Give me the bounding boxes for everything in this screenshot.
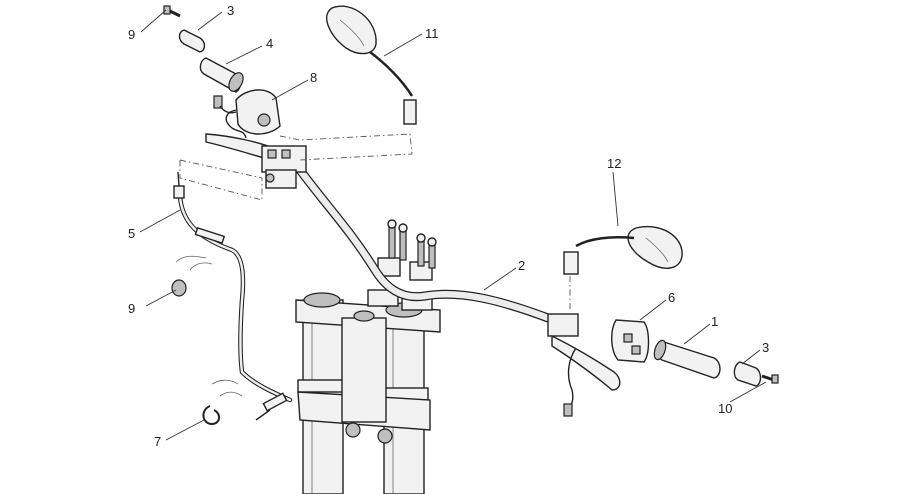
handlebar-clamps: [367, 219, 437, 311]
callout-8: 8: [310, 70, 317, 85]
callout-5: 5: [128, 226, 135, 241]
right-bar-end-weight: [733, 361, 762, 387]
steering-stem: [341, 317, 387, 423]
left-mirror: [326, 5, 417, 125]
front-fork: [295, 292, 441, 494]
callout-11: 11: [425, 26, 439, 41]
callout-4: 4: [266, 36, 273, 51]
left-brake-assembly: [205, 133, 307, 189]
right-brake-assembly: [547, 313, 621, 417]
right-master-cylinder: [547, 313, 579, 337]
callout-labels: 9 3 4 8 11 12 2 6 1 3 10 5 9 7: [128, 3, 769, 449]
nut: [171, 279, 187, 297]
callout-10: 9: [128, 301, 135, 316]
right-bar-end-screw: [761, 374, 779, 384]
callout-6: 6: [668, 290, 675, 305]
left-bar-end-screw: [163, 5, 181, 18]
assembly-lines: [179, 133, 571, 312]
left-bar-end-weight: [178, 29, 206, 53]
right-switch-housing: [611, 319, 650, 363]
callout-3-right: 3: [762, 340, 769, 355]
right-mirror: [563, 226, 683, 275]
callout-2: 2: [518, 258, 525, 273]
left-grip: [199, 57, 244, 93]
right-mirror-base: [563, 251, 579, 275]
right-grip: [653, 339, 721, 379]
callout-1: 1: [711, 314, 718, 329]
right-brake-lever: [551, 334, 621, 391]
clip: [202, 405, 220, 426]
callout-9-right: 10: [718, 401, 732, 416]
leader-lines: [139, 9, 767, 441]
left-mirror-base: [403, 99, 417, 125]
left-switch-housing: [213, 89, 281, 139]
clutch-cable: [173, 171, 293, 421]
callout-9-left: 9: [128, 27, 135, 42]
callout-7: 7: [154, 434, 161, 449]
callout-12: 12: [607, 156, 621, 171]
handlebar: [295, 165, 553, 323]
callout-3-left: 3: [227, 3, 234, 18]
